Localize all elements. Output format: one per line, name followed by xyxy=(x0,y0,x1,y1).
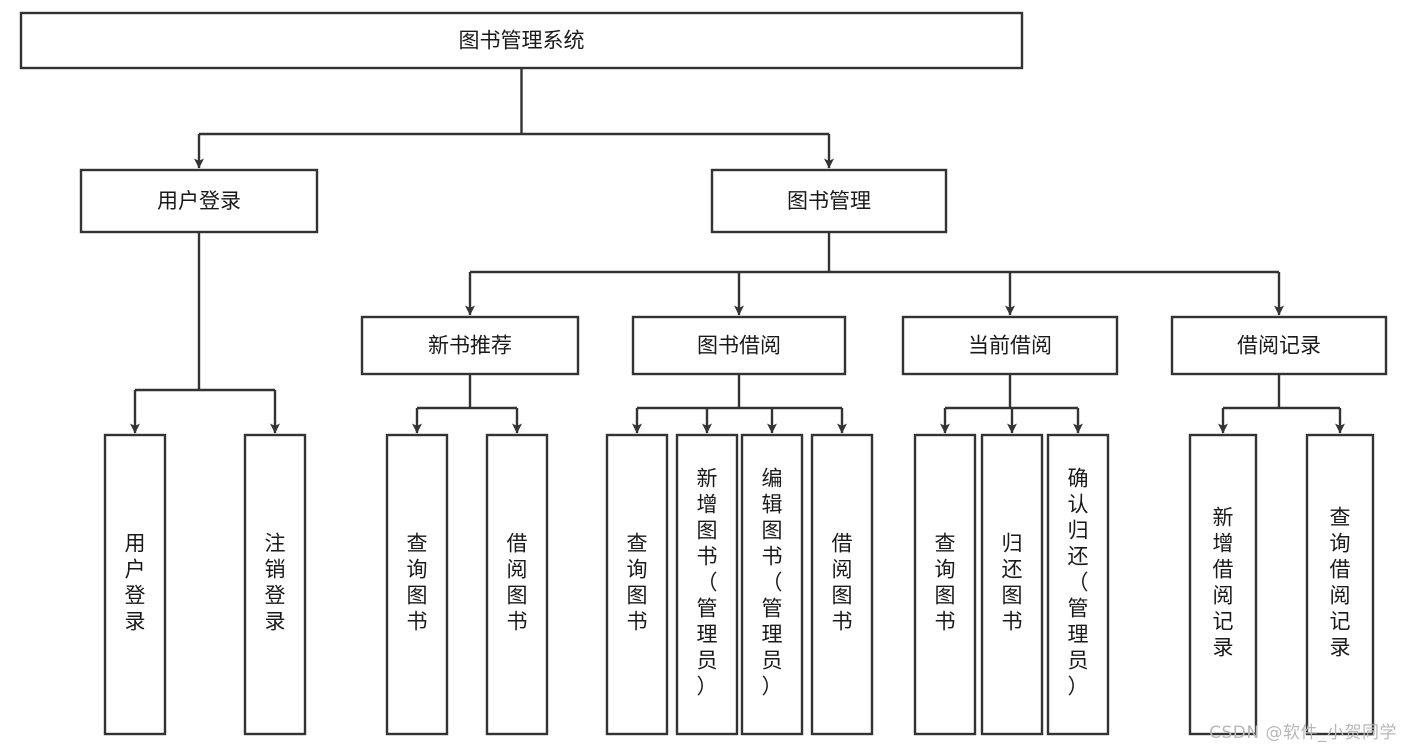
leaf-node-label: 查询图书 xyxy=(935,532,956,634)
level3-node-box[interactable] xyxy=(360,315,580,376)
level2-node-label: 图书管理 xyxy=(787,189,871,213)
leaf-node-label: 新增借阅记录 xyxy=(1213,506,1234,660)
level3-node-label: 借阅记录 xyxy=(1237,334,1321,358)
leaf-node-label: 借阅图书 xyxy=(832,532,853,634)
leaf-node-label: 编辑图书（管理员） xyxy=(762,467,783,699)
leaf-node-label: 借阅图书 xyxy=(507,532,528,634)
csdn-watermark: CSDN @软件_小贺同学 xyxy=(1209,723,1397,743)
leaf-node-5[interactable]: 查询图书 xyxy=(605,433,669,736)
level3-node-label: 图书借阅 xyxy=(697,334,781,358)
leaf-node-label: 查询图书 xyxy=(627,532,648,634)
level3-node-box[interactable] xyxy=(901,315,1119,376)
leaf-node-label: 查询图书 xyxy=(407,532,428,634)
leaf-node-4[interactable]: 借阅图书 xyxy=(485,433,549,736)
edge-group-1 xyxy=(412,374,522,434)
level2-node-box[interactable] xyxy=(710,168,948,234)
leaf-node-box[interactable] xyxy=(485,433,549,736)
level3-node-4[interactable]: 借阅记录 xyxy=(1170,315,1388,376)
leaf-node-label: 用户登录 xyxy=(125,532,146,634)
level3-node-label: 当前借阅 xyxy=(968,334,1052,358)
level3-node-box[interactable] xyxy=(631,315,847,376)
edge-group-3 xyxy=(940,374,1083,434)
node-layer: 图书管理系统用户登录图书管理新书推荐图书借阅当前借阅借阅记录用户登录注销登录查询… xyxy=(19,11,1388,736)
leaf-node-9[interactable]: 查询图书 xyxy=(913,433,977,736)
root-node-box[interactable] xyxy=(19,11,1024,70)
level3-node-label: 新书推荐 xyxy=(428,334,512,358)
leaf-node-label: 确认归还（管理员） xyxy=(1068,467,1089,699)
leaf-node-box[interactable] xyxy=(605,433,669,736)
leaf-node-2[interactable]: 注销登录 xyxy=(243,433,307,736)
leaf-node-box[interactable] xyxy=(675,433,739,736)
leaf-node-8[interactable]: 借阅图书 xyxy=(810,433,874,736)
edge-group-2 xyxy=(632,374,847,434)
leaf-node-box[interactable] xyxy=(1188,433,1258,736)
leaf-node-box[interactable] xyxy=(810,433,874,736)
leaf-node-3[interactable]: 查询图书 xyxy=(385,433,449,736)
edge-group-book-mgmt xyxy=(465,232,1284,316)
leaf-node-box[interactable] xyxy=(913,433,977,736)
level2-node-label: 用户登录 xyxy=(157,189,241,213)
leaf-node-box[interactable] xyxy=(1305,433,1375,736)
leaf-node-box[interactable] xyxy=(740,433,804,736)
level3-node-box[interactable] xyxy=(1170,315,1388,376)
edge-group-user-login xyxy=(130,232,280,434)
level3-node-3[interactable]: 当前借阅 xyxy=(901,315,1119,376)
root-node-1[interactable]: 图书管理系统 xyxy=(19,11,1024,70)
leaf-node-7[interactable]: 编辑图书（管理员） xyxy=(740,433,804,736)
leaf-node-1[interactable]: 用户登录 xyxy=(103,433,167,736)
level2-node-box[interactable] xyxy=(79,168,319,234)
leaf-node-box[interactable] xyxy=(243,433,307,736)
level3-node-2[interactable]: 图书借阅 xyxy=(631,315,847,376)
connector-layer xyxy=(130,68,1345,434)
edge-group-root xyxy=(194,68,834,169)
leaf-node-box[interactable] xyxy=(103,433,167,736)
edge-group-4 xyxy=(1218,374,1345,434)
level2-node-2[interactable]: 图书管理 xyxy=(710,168,948,234)
leaf-node-label: 查询借阅记录 xyxy=(1330,506,1351,660)
leaf-node-box[interactable] xyxy=(1046,433,1110,736)
leaf-node-label: 新增图书（管理员） xyxy=(697,467,718,699)
leaf-node-label: 归还图书 xyxy=(1002,532,1023,634)
leaf-node-11[interactable]: 确认归还（管理员） xyxy=(1046,433,1110,736)
leaf-node-label: 注销登录 xyxy=(265,532,286,634)
leaf-node-10[interactable]: 归还图书 xyxy=(980,433,1044,736)
leaf-node-box[interactable] xyxy=(385,433,449,736)
leaf-node-12[interactable]: 新增借阅记录 xyxy=(1188,433,1258,736)
root-node-label: 图书管理系统 xyxy=(459,29,585,53)
leaf-node-13[interactable]: 查询借阅记录 xyxy=(1305,433,1375,736)
level3-node-1[interactable]: 新书推荐 xyxy=(360,315,580,376)
level2-node-1[interactable]: 用户登录 xyxy=(79,168,319,234)
leaf-node-6[interactable]: 新增图书（管理员） xyxy=(675,433,739,736)
leaf-node-box[interactable] xyxy=(980,433,1044,736)
